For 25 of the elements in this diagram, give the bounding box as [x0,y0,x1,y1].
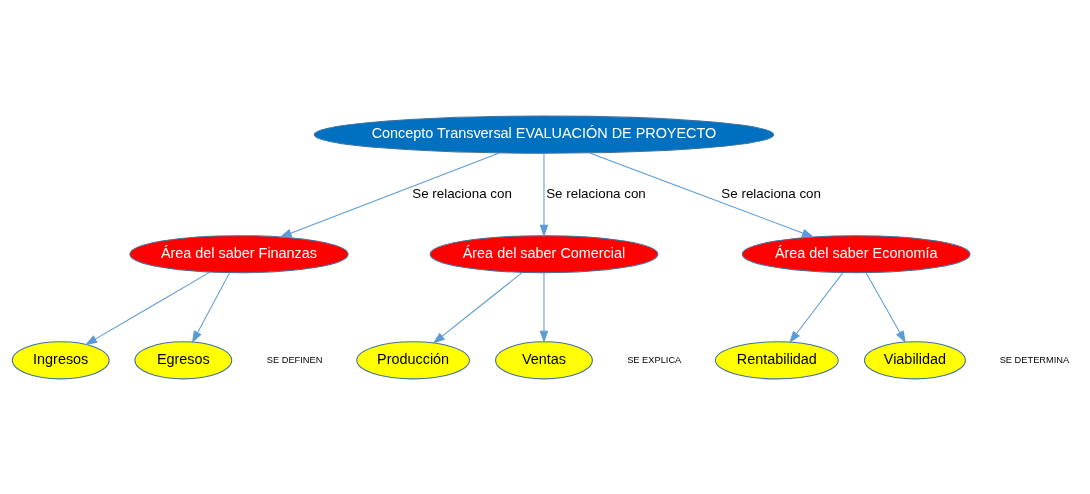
label: SE DETERMINA [999,354,1070,365]
node-ellipse: Egresos [134,340,233,379]
node-ellipse: Área del saber Finanzas [129,234,349,273]
label: SE DEFINEN [266,354,323,365]
node-ellipse: Concepto Transversal EVALUACIÓN DE PROYECTO [313,115,775,154]
node-ellipse: Área del saber Economía [741,234,971,273]
node-ellipse: Viabilidad [863,340,966,379]
node-ellipse: Ingresos [11,340,110,379]
arrow [539,271,549,343]
edge-label: Se relaciona con [721,185,821,201]
arrow [279,151,500,238]
arrow [191,271,231,343]
arrow [539,152,549,237]
label: SE EXPLICA [627,354,682,365]
node-ellipse: Área del saber Comercial [429,234,659,273]
arrow [865,271,906,343]
node-ellipse: Ventas [495,340,593,379]
edge-label: Se relaciona con [412,185,512,201]
arrow [432,271,523,344]
arrow [589,151,815,237]
arrow [789,271,844,343]
arrow [84,271,211,345]
node-ellipse: Rentabilidad [714,340,839,379]
node-ellipse: Producción [356,340,470,379]
edge-label: Se relaciona con [546,185,646,201]
